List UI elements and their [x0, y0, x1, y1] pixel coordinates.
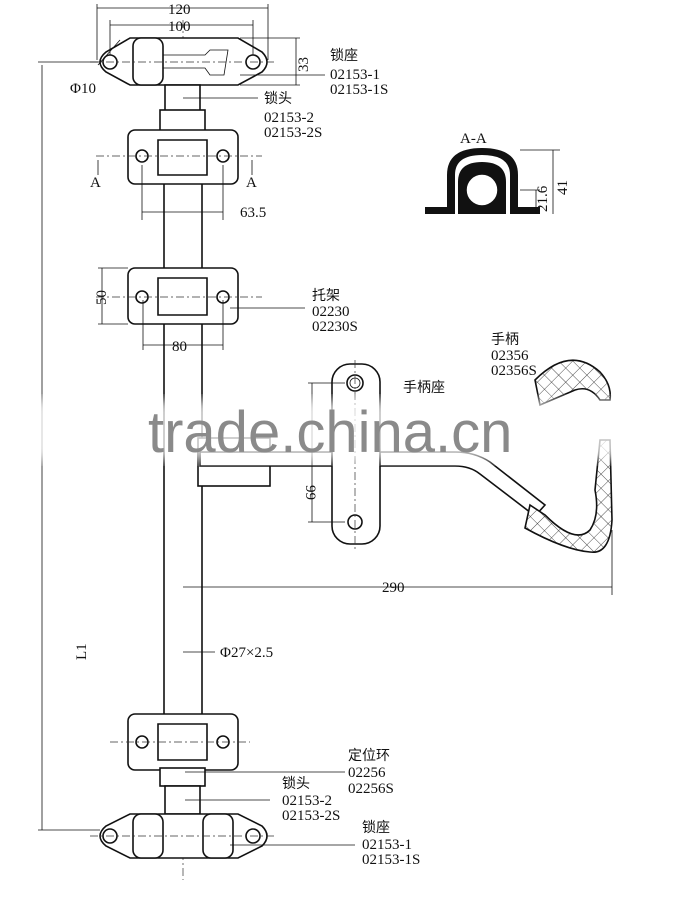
dim-l1: L1 — [74, 643, 90, 660]
locating-ring — [159, 767, 206, 787]
dim-phi10: Φ10 — [70, 81, 96, 97]
section-a-a: A-A 41 21.6 — [425, 131, 571, 214]
dim-pipe: Φ27×2.5 — [220, 645, 273, 661]
code: 02356 — [491, 348, 529, 364]
label-lock-head-top: 锁头 — [264, 91, 292, 107]
label-lock-head-bottom: 锁头 — [282, 776, 310, 792]
code: 02256 — [348, 765, 386, 781]
dim-41: 41 — [555, 180, 571, 195]
bracket-1 — [96, 129, 262, 185]
dim-63-5: 63.5 — [240, 205, 266, 221]
code: 02230S — [312, 319, 358, 335]
label-lock-seat-bottom: 锁座 — [362, 820, 390, 836]
code: 02356S — [491, 363, 537, 379]
dim-120: 120 — [168, 2, 191, 18]
lock-seat-bottom — [90, 813, 275, 859]
dim-290: 290 — [382, 580, 405, 596]
watermark: trade.china.cn — [148, 400, 512, 465]
code: 02153-2 — [264, 110, 314, 126]
label-bracket: 托架 — [312, 288, 340, 304]
label-handle-seat: 手柄座 — [403, 380, 445, 396]
dim-99: 99 — [302, 485, 318, 500]
bracket-3 — [110, 713, 250, 771]
section-mark-right: A — [246, 175, 257, 191]
code: 02153-2 — [282, 793, 332, 809]
dim-21-6: 21.6 — [535, 185, 551, 212]
code: 02230 — [312, 304, 350, 320]
watermark-band — [0, 400, 674, 460]
bracket-2 — [96, 267, 262, 325]
code: 02256S — [348, 781, 394, 797]
code: 02153-1S — [330, 82, 388, 98]
dim-50: 50 — [94, 290, 110, 305]
code: 02153-2S — [264, 125, 322, 141]
dim-80: 80 — [172, 339, 187, 355]
code: 02153-2S — [282, 808, 340, 824]
code: 02153-1S — [362, 852, 420, 868]
code: 02153-1 — [330, 67, 380, 83]
dim-100: 100 — [168, 19, 191, 35]
label-lock-seat-top: 锁座 — [330, 48, 358, 64]
section-title: A-A — [460, 131, 487, 147]
code: 02153-1 — [362, 837, 412, 853]
section-mark-left: A — [90, 175, 101, 191]
lock-seat-top — [90, 37, 275, 86]
label-locating-ring: 定位环 — [348, 748, 390, 764]
label-handle: 手柄 — [491, 332, 519, 348]
collar-top — [159, 109, 206, 133]
dim-33: 33 — [296, 57, 312, 72]
